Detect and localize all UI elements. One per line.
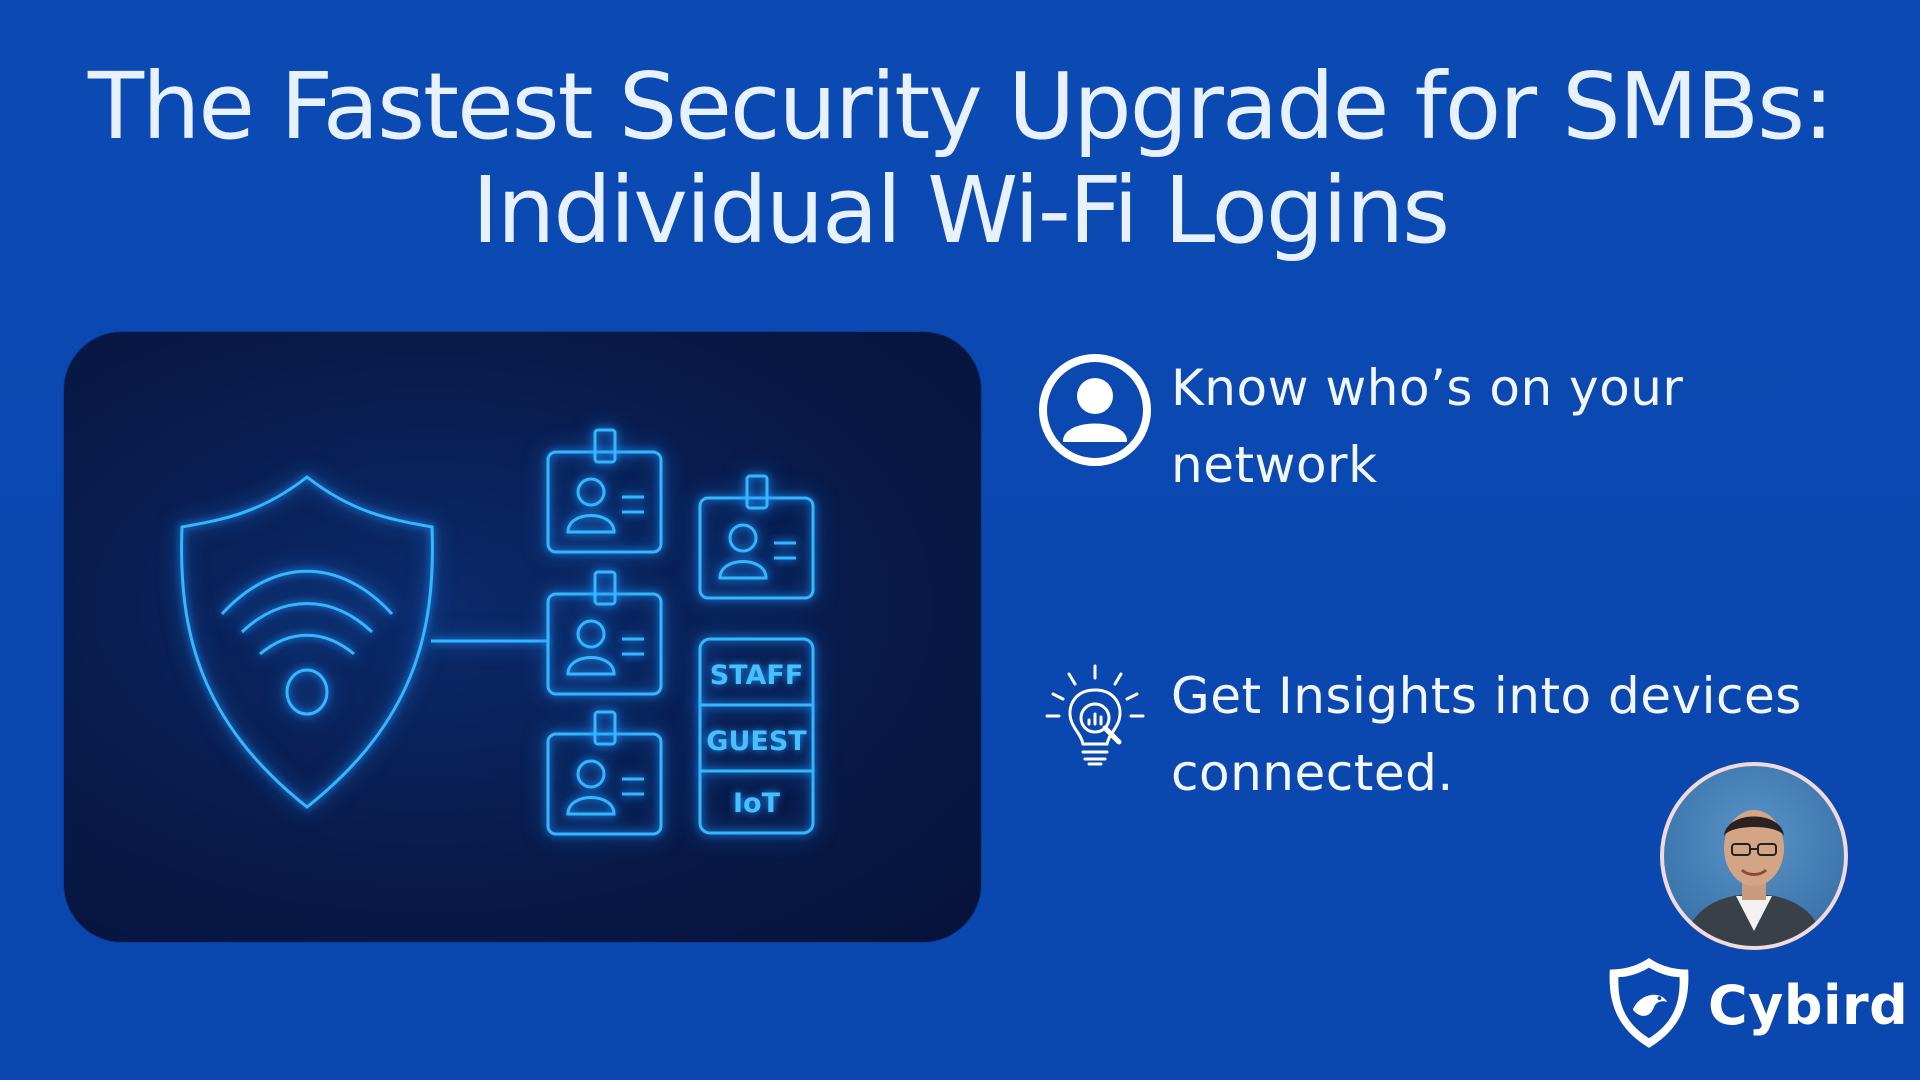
illustration-card: STAFF GUEST IoT — [64, 332, 981, 942]
user-circle-icon — [1039, 354, 1151, 466]
brand-name: Cybird — [1708, 974, 1909, 1037]
id-badge-icon — [698, 474, 815, 600]
title-line-1: The Fastest Security Upgrade for SMBs: — [87, 53, 1834, 160]
avatar — [1660, 762, 1848, 950]
lightbulb-chart-icon — [1045, 664, 1145, 766]
shield-wifi-icon — [180, 475, 434, 809]
shield-bird-icon — [1609, 958, 1689, 1048]
id-badge-icon — [546, 570, 663, 696]
segment-guest: GUEST — [706, 726, 807, 757]
network-illustration: STAFF GUEST IoT — [180, 428, 815, 836]
feature-text: Get Insights into devices connected. — [1171, 667, 1802, 802]
brand-logo: Cybird — [1606, 950, 1908, 1060]
segment-iot: IoT — [733, 788, 781, 819]
feature-text: Know who’s on your network — [1171, 359, 1684, 494]
title-line-2: Individual Wi-Fi Logins — [471, 157, 1450, 264]
id-badge-icon — [546, 428, 663, 554]
segment-staff: STAFF — [710, 660, 804, 691]
network-segments: STAFF GUEST IoT — [698, 637, 815, 835]
person-photo — [1684, 810, 1824, 946]
id-badge-icon — [546, 710, 663, 836]
page-title: The Fastest Security Upgrade for SMBs: I… — [0, 55, 1920, 263]
